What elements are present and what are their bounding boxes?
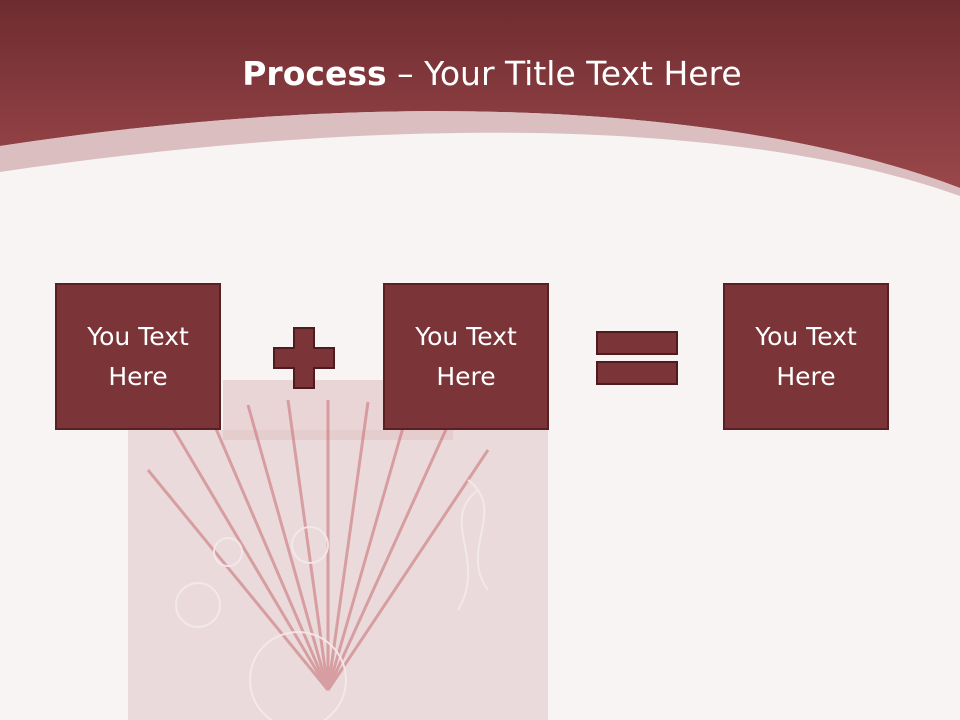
slide-title: Process – Your Title Text Here [0, 52, 960, 96]
process-box-label: You Text Here [87, 321, 189, 391]
decorative-background-art [128, 380, 548, 720]
equals-icon [596, 331, 678, 385]
process-box-label: You Text Here [755, 321, 857, 391]
process-box-1: You Text Here [55, 283, 221, 430]
header-background [0, 0, 960, 196]
process-box-3: You Text Here [723, 283, 889, 430]
process-box-label: You Text Here [415, 321, 517, 391]
title-bold-part: Process [242, 54, 387, 93]
plus-icon [273, 327, 335, 389]
process-box-2: You Text Here [383, 283, 549, 430]
title-separator: – [386, 54, 425, 93]
title-text: Your Title Text Here [424, 54, 742, 93]
